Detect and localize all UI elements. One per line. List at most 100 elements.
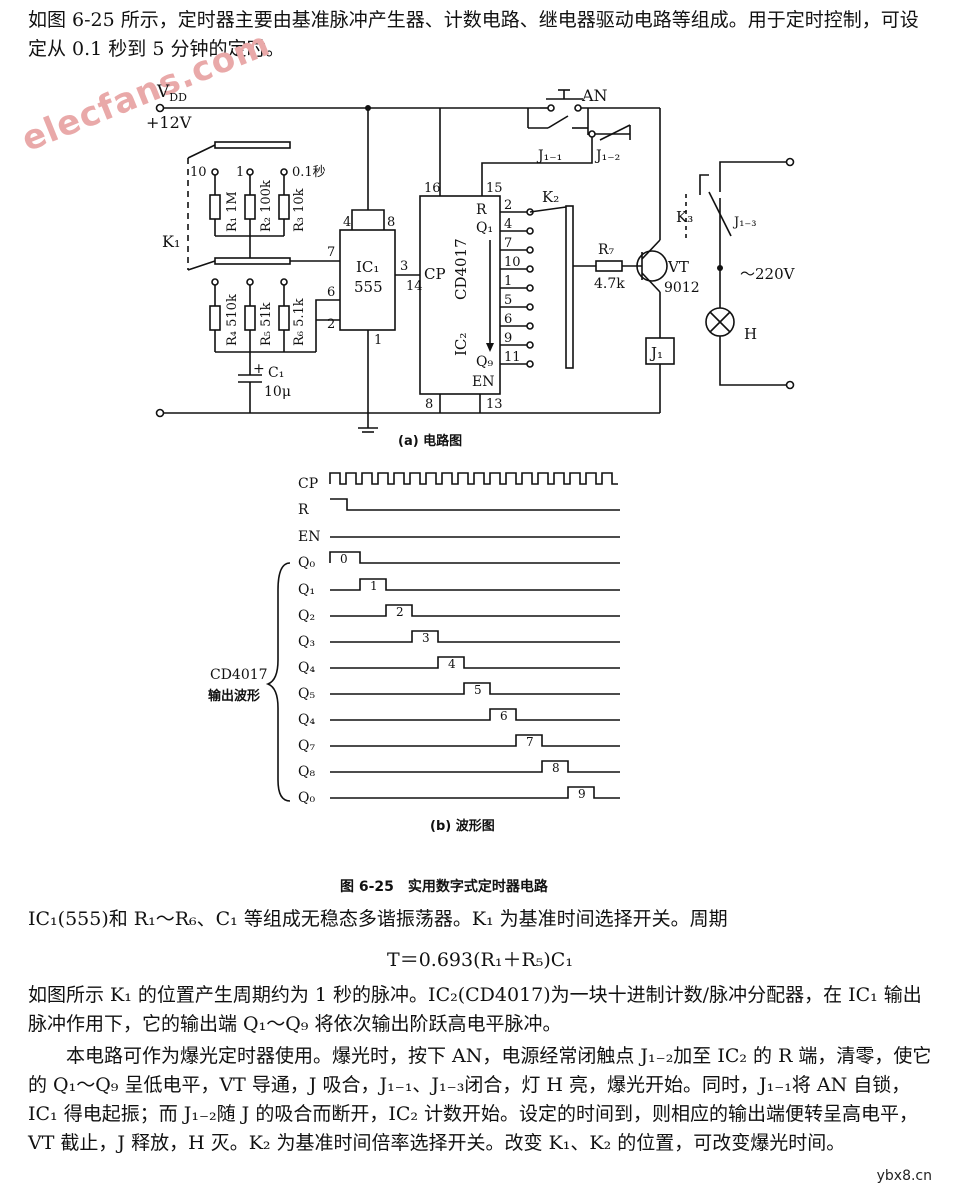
pulse-number: 9 (578, 787, 586, 801)
svg-text:Q₁: Q₁ (476, 220, 493, 236)
paragraph-exposure-timer: 本电路可作为爆光定时器使用。爆光时，按下 AN，电源经常闭触点 J₁₋₂加至 I… (28, 1045, 932, 1154)
signal-trace (330, 604, 620, 617)
svg-text:4: 4 (343, 215, 351, 230)
j1-2-label: J₁₋₂ (594, 148, 620, 164)
pulse-number: 7 (526, 735, 534, 749)
signal-trace (330, 786, 620, 799)
svg-text:9012: 9012 (664, 280, 700, 296)
pulse-number: 8 (552, 761, 560, 775)
svg-text:R: R (476, 202, 487, 218)
svg-text:7: 7 (327, 245, 335, 260)
svg-text:～220V: ～220V (740, 265, 796, 283)
ic1-name: IC₁ (356, 258, 379, 276)
svg-text:16: 16 (424, 181, 441, 196)
c1-label: C₁ (268, 365, 284, 381)
signal-label: CP (298, 476, 318, 492)
signal-label: Q₃ (298, 634, 315, 650)
output-contact (526, 322, 534, 330)
signal-label: Q₀ (298, 790, 315, 806)
pulse-number: 4 (448, 657, 456, 671)
period-formula: T＝0.693(R₁＋R₅)C₁ (387, 949, 573, 971)
capacitor-c1: + C₁ 10μ (238, 352, 291, 413)
output-pin-label: 7 (504, 236, 512, 251)
svg-text:VT: VT (667, 258, 689, 276)
svg-text:H: H (744, 325, 757, 343)
svg-text:IC₂: IC₂ (452, 333, 470, 356)
vdd-terminal (155, 103, 165, 113)
c1-plus: + (253, 361, 265, 377)
output-pin-label: 6 (504, 312, 512, 327)
output-pin-label: 10 (504, 255, 521, 270)
j1-1-label: J₁₋₁ (536, 148, 562, 164)
svg-text:13: 13 (486, 397, 503, 412)
r5-label: R₅ 51k (259, 302, 274, 346)
signal-trace (330, 498, 620, 511)
r1-label: R₁ 1M (225, 191, 240, 232)
caption-waveform: (b) 波形图 (430, 818, 495, 834)
svg-text:8: 8 (387, 215, 395, 230)
k2-label: K₂ (542, 188, 559, 206)
svg-text:3: 3 (400, 259, 408, 274)
signal-label: Q₅ (298, 686, 315, 702)
svg-text:15: 15 (486, 181, 503, 196)
signal-label: EN (298, 529, 320, 545)
signal-label: Q₁ (298, 582, 315, 598)
caption-circuit: (a) 电路图 (398, 433, 462, 449)
signal-trace (330, 682, 620, 695)
output-contact (526, 303, 534, 311)
output-contact (526, 227, 534, 235)
svg-text:8: 8 (425, 397, 433, 412)
k1-pos-01: 0.1秒 (292, 165, 326, 180)
resistor-r7: R₇ 4.7k (594, 242, 642, 292)
r6-label: R₆ 5.1k (292, 298, 307, 346)
pulse-number: 2 (396, 605, 404, 619)
output-contact (526, 360, 534, 368)
signal-label: Q₄ (298, 660, 315, 676)
svg-text:J₁₋₃: J₁₋₃ (732, 215, 757, 230)
signal-trace (330, 760, 620, 773)
r3-label: R₃ 10k (292, 188, 307, 232)
waveform-traces (329, 472, 620, 799)
source-credit: ybx8.cn (876, 1168, 932, 1184)
signal-trace (329, 472, 618, 485)
paragraph-oscillator: IC₁(555)和 R₁～R₆、C₁ 等组成无稳态多谐振荡器。K₁ 为基准时间选… (28, 908, 728, 930)
resistors-r4-r6: R₄ 510k R₅ 51k R₆ 5.1k (209, 285, 316, 353)
svg-text:J₁: J₁ (649, 344, 663, 362)
output-pin-label: 2 (504, 198, 512, 213)
ic2-cd4017: 16 15 14 8 13 CP R Q₁ Q₉ EN CD4017 IC₂ (406, 181, 503, 413)
r2-label: R₂ 100k (259, 180, 274, 232)
waveform-brace (265, 562, 291, 802)
signal-label: Q₂ (298, 608, 315, 624)
gnd-terminal (155, 408, 165, 418)
signal-label: Q₇ (298, 738, 315, 754)
output-pin-label: 5 (504, 293, 512, 308)
output-pin-label: 9 (504, 331, 512, 346)
signal-label: Q₄ (298, 712, 315, 728)
svg-text:1: 1 (374, 333, 382, 348)
k2-selector: K₂ (529, 188, 596, 369)
output-contact (526, 246, 534, 254)
reset-wire (481, 150, 593, 196)
vdd-label: VDD (156, 82, 187, 104)
signal-label: Q₈ (298, 764, 315, 780)
k1-lower-lever (214, 257, 291, 265)
output-contact (526, 284, 534, 292)
lamp-circuit: K₃ J₁₋₃ ～220V H (676, 157, 796, 390)
k1-upper-lever (214, 141, 291, 149)
pulse-number: 3 (422, 631, 430, 645)
output-contact (526, 265, 534, 273)
supply-voltage-label: +12V (146, 113, 192, 132)
output-pin-label: 11 (504, 350, 521, 365)
j1-1-contact: J₁₋₁ (527, 108, 589, 164)
svg-text:R₇: R₇ (598, 242, 615, 258)
svg-text:CP: CP (424, 265, 446, 283)
j1-2-contact: J₁₋₂ (588, 124, 631, 164)
signal-trace (330, 708, 620, 721)
svg-text:Q₉: Q₉ (476, 354, 493, 370)
resistors-r1-r3: R₁ 1M R₂ 100k R₃ 10k (209, 175, 307, 258)
circuit-and-waveform-figure: VDD +12V AN J₁₋₁ (146, 82, 796, 895)
